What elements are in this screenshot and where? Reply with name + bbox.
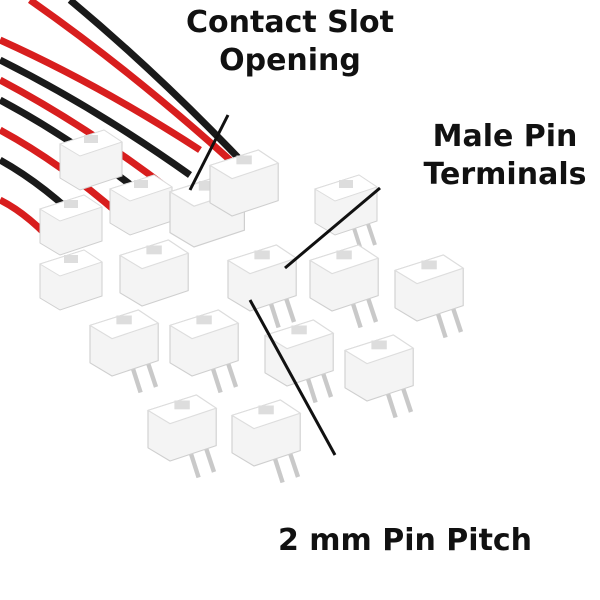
wire bbox=[27, 0, 233, 163]
label-line: Terminals bbox=[423, 157, 587, 192]
connector-housings bbox=[38, 129, 465, 484]
connector bbox=[226, 244, 298, 329]
connector bbox=[230, 399, 302, 484]
connector bbox=[146, 394, 218, 479]
connector bbox=[88, 309, 160, 394]
label-contact-slot-opening: Contact Slot Opening bbox=[170, 4, 410, 80]
connector bbox=[208, 149, 280, 217]
wire bbox=[0, 56, 193, 178]
label-line: Opening bbox=[219, 43, 361, 78]
wire bbox=[0, 76, 173, 193]
connector bbox=[263, 319, 335, 404]
connector bbox=[58, 129, 124, 191]
connector bbox=[393, 254, 465, 339]
connector bbox=[108, 174, 174, 236]
leader-line-contact-slot bbox=[188, 114, 230, 191]
label-line: Male Pin bbox=[432, 119, 578, 154]
leader-lines bbox=[188, 114, 381, 456]
label-pin-pitch: 2 mm Pin Pitch bbox=[277, 523, 533, 558]
connector bbox=[118, 239, 190, 307]
connector bbox=[168, 309, 240, 394]
leader-line-male-pin bbox=[284, 186, 381, 270]
connector bbox=[38, 249, 104, 311]
label-line: Contact Slot bbox=[186, 5, 394, 40]
connector bbox=[308, 244, 380, 329]
leader-line-pin-pitch bbox=[248, 299, 337, 456]
wire bbox=[67, 0, 253, 173]
wire bbox=[0, 36, 202, 153]
connector bbox=[38, 194, 104, 256]
label-male-pin-terminals: Male Pin Terminals bbox=[410, 118, 600, 194]
connector bbox=[343, 334, 415, 419]
connector bbox=[313, 174, 379, 251]
